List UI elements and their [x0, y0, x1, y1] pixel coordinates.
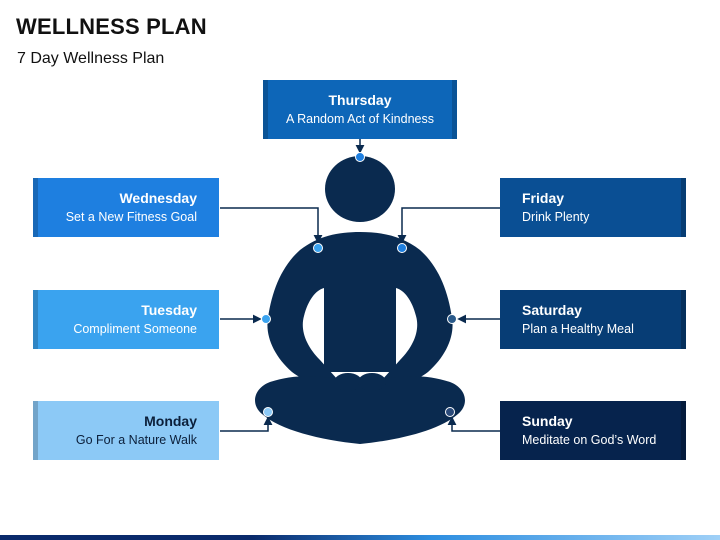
- page-subtitle: 7 Day Wellness Plan: [17, 50, 165, 67]
- friday-box: Friday Drink Plenty: [500, 178, 686, 237]
- meditating-person-icon: [255, 156, 465, 444]
- saturday-box: Saturday Plan a Healthy Meal: [500, 290, 686, 349]
- dot-wednesday: [313, 243, 323, 253]
- saturday-task: Plan a Healthy Meal: [522, 322, 634, 336]
- saturday-day: Saturday: [522, 302, 582, 318]
- monday-box: Monday Go For a Nature Walk: [33, 401, 219, 460]
- dot-friday: [397, 243, 407, 253]
- thursday-box: Thursday A Random Act of Kindness: [263, 80, 457, 139]
- monday-day: Monday: [144, 413, 197, 429]
- dot-thursday: [355, 152, 365, 162]
- sunday-box: Sunday Meditate on God’s Word: [500, 401, 686, 460]
- tuesday-day: Tuesday: [141, 302, 197, 318]
- connector-friday: [397, 207, 500, 244]
- connection-dots: [261, 152, 457, 417]
- friday-task: Drink Plenty: [522, 210, 590, 224]
- page-title: WELLNESS PLAN: [16, 14, 207, 39]
- wednesday-day: Wednesday: [119, 190, 197, 206]
- dot-saturday: [447, 314, 457, 324]
- tuesday-box: Tuesday Compliment Someone: [33, 290, 219, 349]
- connector-wednesday: [220, 207, 323, 244]
- friday-day: Friday: [522, 190, 565, 206]
- thursday-task: A Random Act of Kindness: [285, 112, 434, 126]
- bottom-accent-bar: [0, 535, 720, 540]
- connectors: [220, 139, 500, 432]
- wednesday-task: Set a New Fitness Goal: [65, 210, 197, 224]
- sunday-day: Sunday: [522, 413, 573, 429]
- connector-monday: [220, 416, 273, 432]
- thursday-day: Thursday: [328, 92, 392, 108]
- monday-task: Go For a Nature Walk: [75, 433, 197, 447]
- wednesday-box: Wednesday Set a New Fitness Goal: [33, 178, 219, 237]
- dot-sunday: [445, 407, 455, 417]
- dot-monday: [263, 407, 273, 417]
- dot-tuesday: [261, 314, 271, 324]
- sunday-task: Meditate on God’s Word: [522, 433, 657, 447]
- tuesday-task: Compliment Someone: [73, 322, 197, 336]
- connector-sunday: [447, 416, 500, 432]
